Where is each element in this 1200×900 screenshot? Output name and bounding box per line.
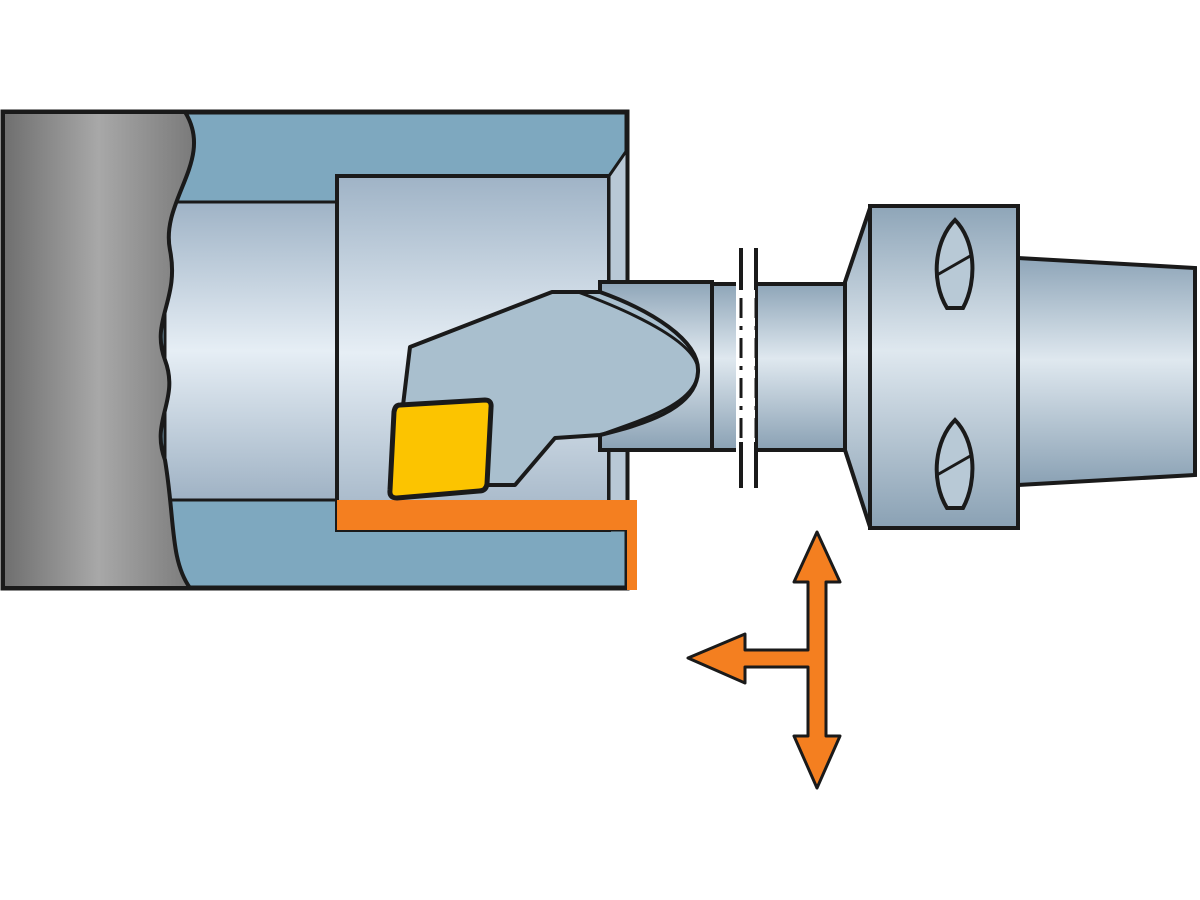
machined-surface [337, 500, 637, 590]
tool-holder-adapter [843, 204, 1197, 530]
drive-slot-top [934, 217, 975, 310]
feed-direction-arrows [686, 530, 842, 790]
drive-slot-bottom [934, 417, 975, 510]
cutting-insert [387, 397, 494, 501]
